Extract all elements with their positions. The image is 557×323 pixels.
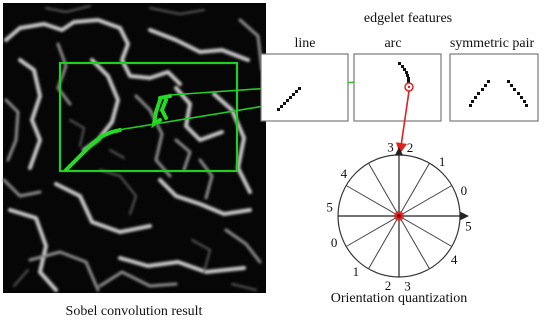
orientation-label: 1	[353, 264, 360, 279]
sobel-caption: Sobel convolution result	[66, 304, 203, 319]
orientation-caption: Orientation quantization	[331, 291, 467, 306]
orientation-label: 4	[341, 166, 348, 181]
connector-line	[117, 102, 284, 131]
orientation-arrow	[395, 90, 410, 155]
orientation-label: 4	[451, 252, 458, 267]
orientation-label: 2	[407, 140, 414, 155]
feature-label-line: line	[295, 36, 316, 51]
edgelet-features-title: edgelet features	[364, 11, 452, 26]
feature-label-arc: arc	[384, 36, 401, 51]
orientation-label: 0	[331, 235, 338, 250]
feature-box-symmetric-pair	[449, 53, 539, 122]
orientation-label: 5	[465, 219, 472, 234]
green-arc-trace	[151, 94, 172, 129]
orientation-label: 1	[439, 154, 446, 169]
region-highlight-box	[58, 61, 239, 173]
orientation-label: 3	[404, 278, 411, 293]
feature-box-arc	[353, 53, 442, 122]
orientation-label: 2	[385, 278, 392, 293]
feature-box-line	[260, 53, 349, 122]
orientation-label: 5	[326, 199, 333, 214]
feature-label-symmetric-pair: symmetric pair	[450, 36, 535, 51]
green-line-trace	[64, 128, 122, 172]
orientation-label: 0	[461, 183, 468, 198]
orientation-label: 3	[387, 140, 394, 155]
sobel-image	[2, 3, 266, 293]
